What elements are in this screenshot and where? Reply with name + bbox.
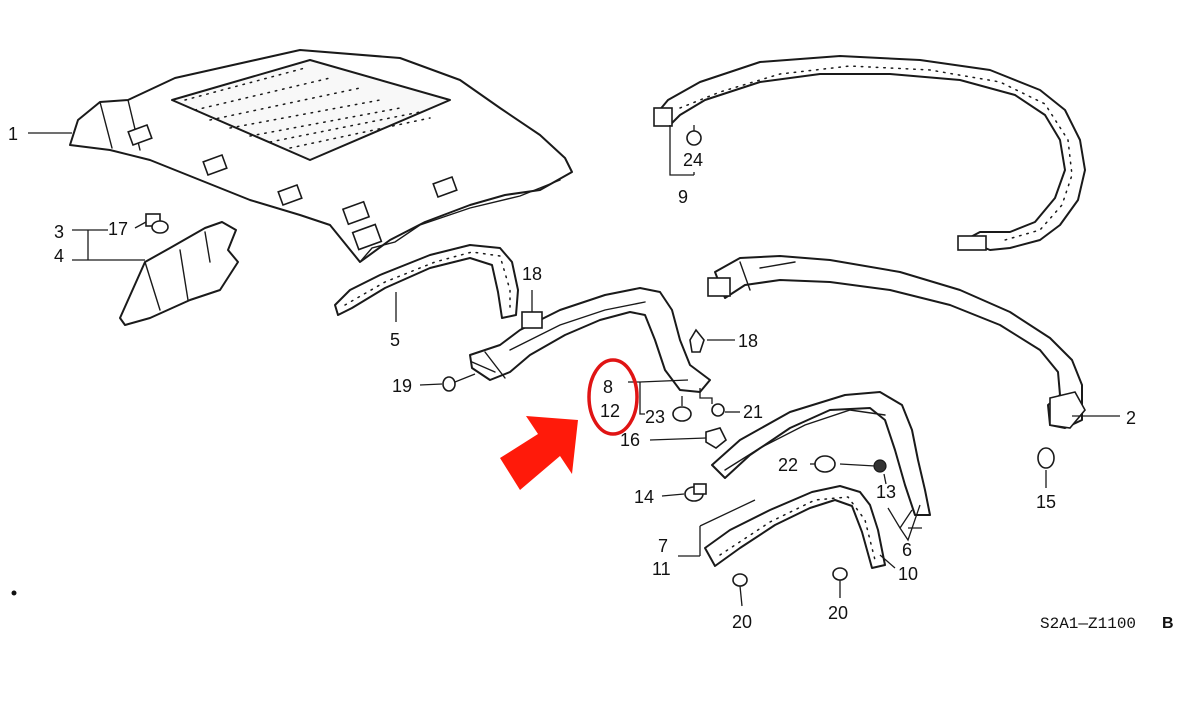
callout-9: 9	[678, 187, 688, 207]
hardware-set	[145, 125, 1055, 607]
rear-hoop-frame-part	[653, 55, 1086, 251]
callout-19: 19	[392, 376, 412, 396]
side-rail-part	[707, 255, 1086, 429]
callout-20-left: 20	[732, 612, 752, 632]
callout-4: 4	[54, 246, 64, 266]
callout-17: 17	[108, 219, 128, 239]
callout-8: 8	[603, 377, 613, 397]
callout-21: 21	[743, 402, 763, 422]
headliner-part	[69, 49, 573, 263]
callout-12: 12	[600, 401, 620, 421]
callout-1: 1	[8, 124, 18, 144]
highlight-circle	[587, 358, 639, 436]
diagram-reference-code: S2A1—Z1100	[1040, 615, 1136, 633]
callout-7: 7	[658, 536, 668, 556]
leader-lines	[28, 125, 1120, 569]
outer-garnish-part	[711, 391, 931, 516]
lower-molding-part	[704, 485, 886, 569]
callout-3: 3	[54, 222, 64, 242]
callout-labels: 1 3 4 17 5 18 19 8 12 23 21 16 18 14 24 …	[8, 124, 1136, 632]
callout-22: 22	[778, 455, 798, 475]
callout-2: 2	[1126, 408, 1136, 428]
callout-18-right: 18	[738, 331, 758, 351]
callout-13: 13	[876, 482, 896, 502]
callout-11: 11	[652, 559, 671, 579]
callout-24: 24	[683, 150, 703, 170]
highlight-arrow	[500, 416, 578, 490]
callout-5: 5	[390, 330, 400, 350]
front-pillar-trim-part	[469, 287, 711, 393]
callout-18-upper: 18	[522, 264, 542, 284]
callout-15: 15	[1036, 492, 1056, 512]
rear-side-trim-part	[119, 221, 239, 326]
callout-16: 16	[620, 430, 640, 450]
callout-10: 10	[898, 564, 918, 584]
weatherstrip-part	[334, 244, 519, 319]
callout-14: 14	[634, 487, 654, 507]
callout-23: 23	[645, 407, 665, 427]
callout-6: 6	[902, 540, 912, 560]
callout-20-right: 20	[828, 603, 848, 623]
stray-dot	[11, 590, 17, 596]
diagram-reference-suffix: B	[1162, 615, 1174, 632]
